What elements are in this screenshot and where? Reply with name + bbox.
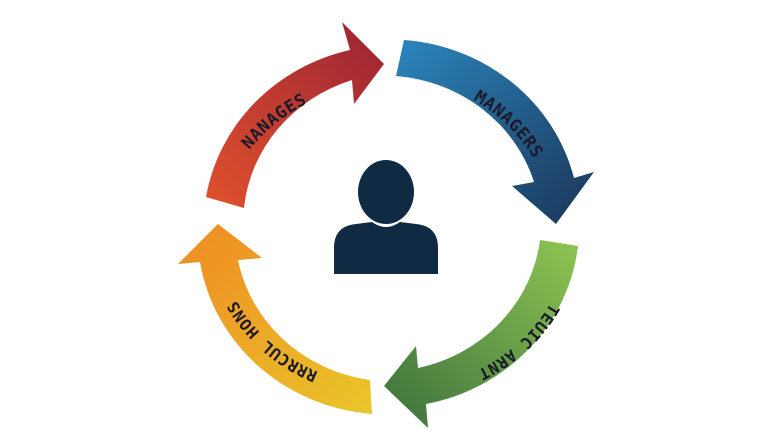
cycle-arrow-top-left: NANAGES (206, 22, 384, 208)
person-icon (334, 160, 438, 274)
cycle-arrow-top-right: MANAGERS (396, 40, 594, 224)
